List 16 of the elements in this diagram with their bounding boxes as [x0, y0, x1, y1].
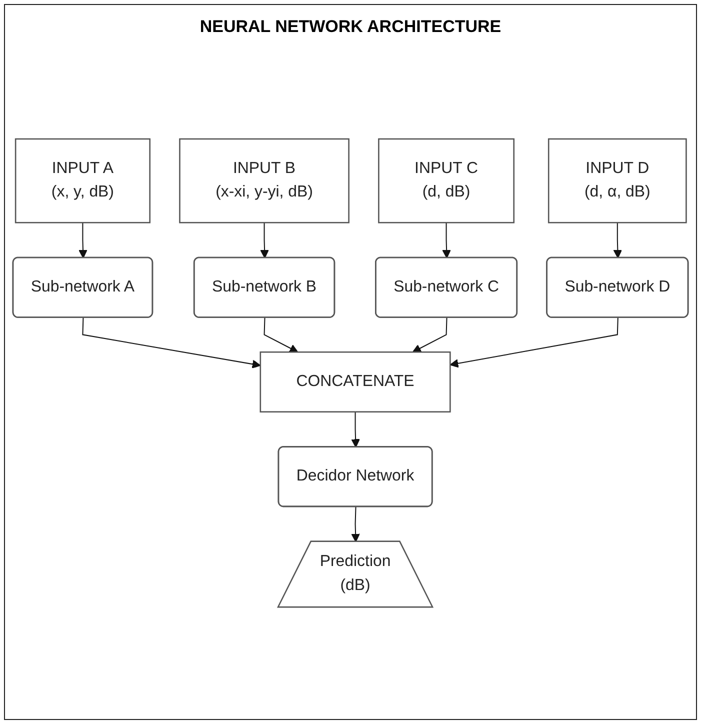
- node-box: CONCATENATE: [260, 351, 451, 412]
- arrow: [613, 222, 622, 258]
- arrow: [351, 506, 360, 542]
- node-box: INPUT C (d, dB): [378, 138, 515, 224]
- arrow: [450, 317, 618, 368]
- arrow: [264, 317, 298, 352]
- diagram-title: NEURAL NETWORK ARCHITECTURE: [198, 17, 502, 37]
- arrow: [412, 317, 448, 352]
- arrow: [78, 222, 88, 258]
- node-box: INPUT A (x, y, dB): [14, 138, 150, 224]
- arrow: [82, 317, 261, 368]
- arrow: [260, 222, 269, 258]
- arrow: [442, 222, 451, 258]
- node-box: INPUT D (d, α, dB): [548, 138, 687, 224]
- arrow: [351, 411, 360, 448]
- node-box: INPUT B (x-xi, y-yi, dB): [179, 138, 350, 224]
